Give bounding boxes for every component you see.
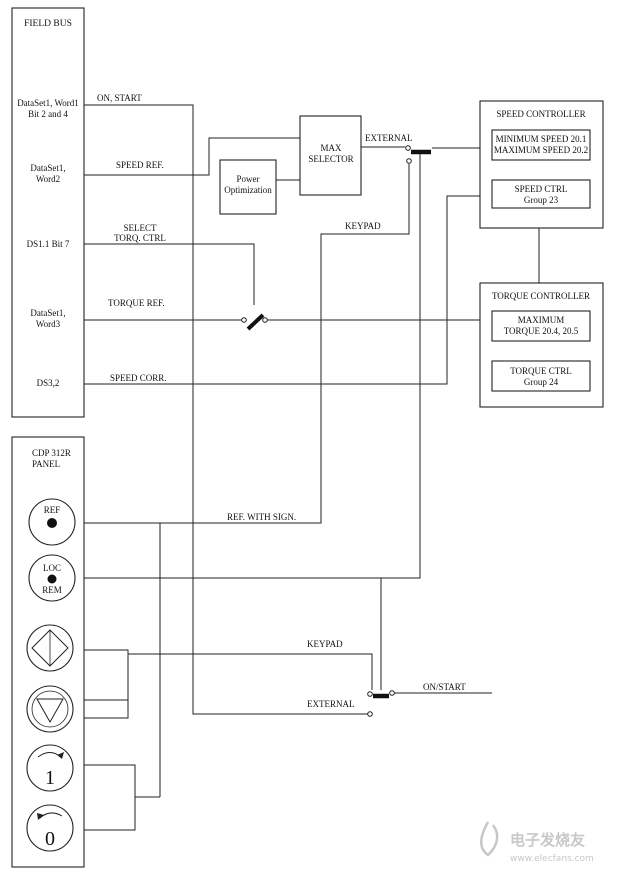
input-ds1-w2-line1: DataSet1,	[30, 163, 65, 173]
wire-speed-corr	[84, 195, 480, 385]
ref-key[interactable]: REF	[28, 498, 76, 546]
torque-select-switch	[241, 313, 268, 331]
label-speed-ref: SPEED REF.	[116, 160, 164, 170]
label-on-start-out: ON/START	[423, 682, 466, 692]
label-on-start: ON, START	[97, 93, 142, 103]
speed-source-switch	[405, 145, 431, 164]
torque-ctrl-label: TORQUE CTRL	[510, 366, 572, 376]
label-select-torq-2: TORQ. CTRL	[114, 233, 166, 243]
max-selector-line2: SELECTOR	[308, 154, 353, 164]
max-selector-line1: MAX	[320, 143, 342, 153]
power-optimization-block: Power Optimization	[219, 159, 277, 215]
input-ds1-w1-line1: DataSet1, Word1	[17, 98, 79, 108]
input-ds3-2: DS3,2	[37, 378, 60, 388]
speed-controller-title: SPEED CONTROLLER	[496, 109, 585, 119]
input-ds1-bit7: DS1.1 Bit 7	[27, 239, 70, 249]
label-keypad-bottom: KEYPAD	[307, 639, 343, 649]
loc-rem-key[interactable]: LOC REM	[28, 554, 76, 602]
fieldbus-block: FIELD BUS DataSet1, Word1 Bit 2 and 4 Da…	[11, 7, 85, 418]
ref-key-label: REF	[44, 505, 61, 515]
torque-max-label: MAXIMUM	[518, 315, 565, 325]
label-select-torq-1: SELECT	[124, 223, 158, 233]
speed-ctrl-label: SPEED CTRL	[515, 184, 568, 194]
loc-led-icon	[47, 574, 57, 584]
panel-title-line1: CDP 312R	[32, 448, 71, 458]
wire-on-start	[84, 104, 368, 715]
label-speed-corr: SPEED CORR.	[110, 373, 167, 383]
power-opt-line2: Optimization	[224, 185, 272, 195]
down-key[interactable]	[26, 685, 74, 733]
speed-min-label: MINIMUM SPEED 20.1	[496, 134, 587, 144]
wire-ref-key	[84, 522, 161, 797]
input-ds1-w2-line2: Word2	[36, 174, 60, 184]
label-torque-ref: TORQUE REF.	[108, 298, 165, 308]
speed-max-label: MAXIMUM SPEED 20.2	[494, 145, 588, 155]
torque-ctrl-group: Group 24	[524, 377, 559, 387]
panel-block: CDP 312R PANEL REF LOC REM	[11, 436, 85, 868]
panel-title-line2: PANEL	[32, 459, 60, 469]
input-ds1-w1-line2: Bit 2 and 4	[28, 109, 68, 119]
torque-controller-title: TORQUE CONTROLLER	[492, 291, 590, 301]
watermark: 电子发烧友 www.elecfans.com	[480, 821, 594, 864]
fieldbus-title: FIELD BUS	[24, 19, 72, 29]
max-selector-block: MAX SELECTOR	[299, 115, 362, 196]
stop-key[interactable]: 0	[26, 804, 74, 852]
watermark-brand: 电子发烧友	[510, 831, 585, 849]
label-ref-with-sign: REF. WITH SIGN.	[227, 512, 296, 522]
ref-led-icon	[47, 518, 57, 528]
start-key[interactable]: 1	[26, 744, 74, 792]
label-external-bottom: EXTERNAL	[307, 699, 355, 709]
start-key-label: 1	[45, 767, 55, 789]
wire-bracket-updown	[84, 649, 373, 719]
torque-controller-block: TORQUE CONTROLLER MAXIMUM TORQUE 20.4, 2…	[479, 282, 604, 408]
rem-label: REM	[42, 585, 62, 595]
input-ds1-w3-line1: DataSet1,	[30, 308, 65, 318]
loc-label: LOC	[43, 563, 61, 573]
up-down-key[interactable]	[26, 624, 74, 672]
watermark-logo-icon	[480, 821, 499, 857]
signal-labels: ON, START SPEED REF. SELECT TORQ. CTRL T…	[97, 93, 466, 709]
stop-key-label: 0	[45, 828, 55, 850]
wire-bracket-startstop	[84, 764, 160, 831]
wire-speed-ref	[84, 137, 300, 176]
wire-select-torq	[84, 243, 255, 305]
label-keypad-top: KEYPAD	[345, 221, 381, 231]
wire-keypad-ref	[84, 164, 410, 524]
speed-ctrl-group: Group 23	[524, 195, 559, 205]
wire-loc-rem	[84, 151, 421, 579]
triangle-down-icon	[36, 698, 64, 724]
input-ds1-w3-line2: Word3	[36, 319, 61, 329]
torque-max-params: TORQUE 20.4, 20.5	[504, 326, 579, 336]
on-start-switch	[367, 690, 395, 717]
watermark-url: www.elecfans.com	[510, 854, 594, 864]
wires	[84, 104, 540, 831]
power-opt-line1: Power	[237, 174, 260, 184]
label-external-top: EXTERNAL	[365, 133, 413, 143]
speed-controller-block: SPEED CONTROLLER MINIMUM SPEED 20.1 MAXI…	[479, 100, 604, 229]
